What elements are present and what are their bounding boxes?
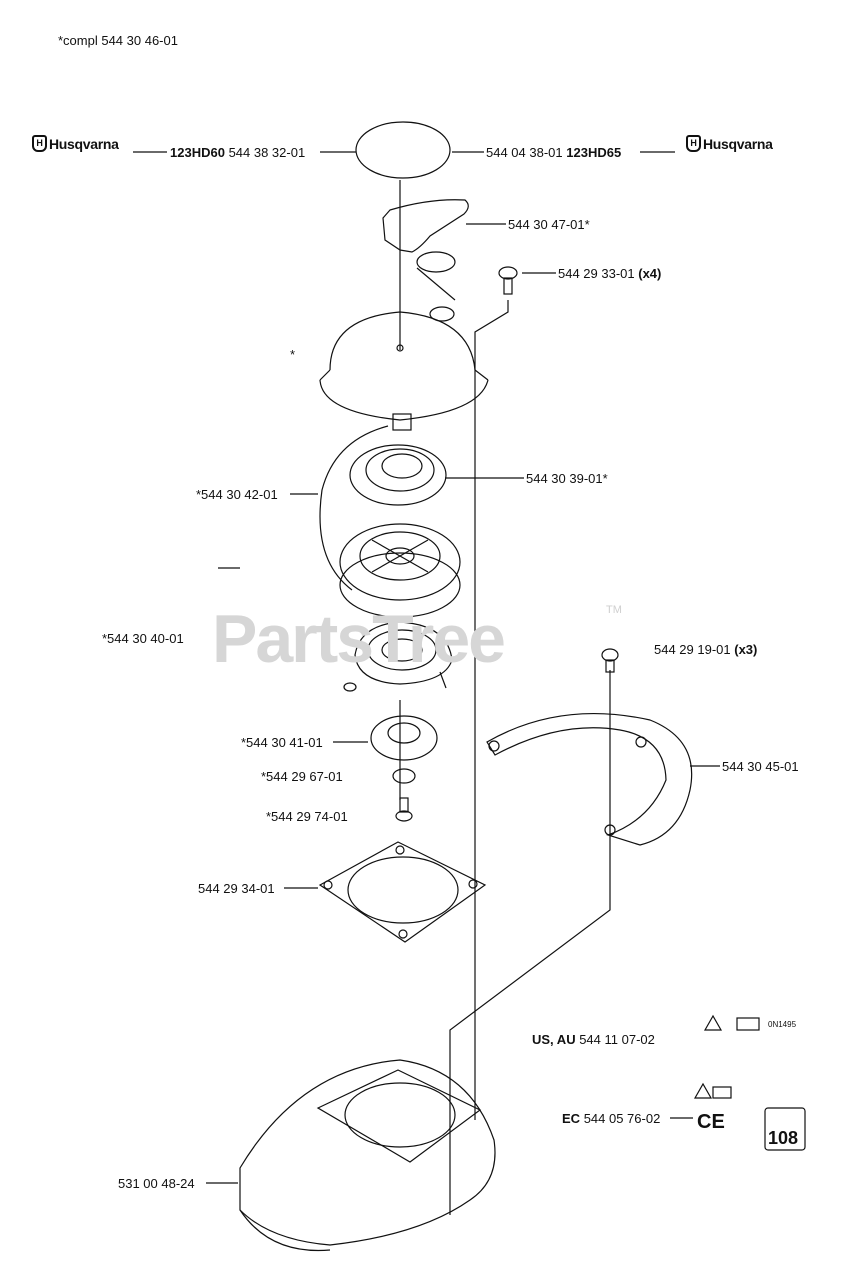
star-marker: *	[290, 347, 296, 362]
decal-disc	[355, 121, 451, 179]
sound-power-badge	[764, 1107, 806, 1151]
decal-left-label: 123HD60 544 38 32-01	[170, 145, 306, 160]
starter-handle	[382, 199, 469, 322]
ce-mark: CE	[697, 1111, 725, 1133]
warning-icon-ec	[693, 1082, 713, 1099]
decal-right-label: 544 04 38-01 123HD65	[486, 145, 622, 160]
spring-cassette	[343, 621, 453, 692]
washer	[392, 768, 416, 784]
screw-right-guide-line	[449, 670, 611, 1215]
hub-label: *544 30 41-01	[241, 735, 323, 750]
spring-cassette-label: *544 30 40-01	[102, 631, 184, 646]
recoil-spring	[349, 444, 447, 506]
rope-pulley	[339, 523, 461, 618]
fan-housing	[239, 1059, 496, 1252]
starter-cover	[319, 311, 489, 431]
center-screw	[395, 797, 413, 822]
gasket	[318, 841, 487, 943]
manual-book-icon-ec	[712, 1086, 732, 1099]
rope-label: *544 30 42-01	[196, 487, 278, 502]
watermark: PartsTree	[212, 601, 506, 677]
handle-label: 544 30 47-01*	[508, 217, 590, 232]
warning-icon	[703, 1014, 723, 1031]
washer-label: *544 29 67-01	[261, 769, 343, 784]
guard-ring-label: 544 30 45-01	[722, 759, 799, 774]
screw-top	[498, 266, 518, 295]
rope-loop	[319, 425, 389, 591]
screw-top-label: 544 29 33-01 (x4)	[558, 266, 662, 281]
guard-ring	[486, 713, 693, 846]
us-au-label: US, AU 544 11 07-02	[532, 1032, 655, 1047]
ec-label: EC 544 05 76-02	[562, 1111, 661, 1126]
screw-right	[601, 648, 619, 673]
center-screw-label: *544 29 74-01	[266, 809, 348, 824]
starter-hub	[370, 715, 438, 761]
screw-guide-line	[474, 300, 509, 1120]
spring-label: 544 30 39-01*	[526, 471, 608, 486]
gasket-label: 544 29 34-01	[198, 881, 275, 896]
screw-right-label: 544 29 19-01 (x3)	[654, 642, 758, 657]
compl-label: *compl 544 30 46-01	[58, 33, 178, 48]
us-sticker-code: 0N1495	[768, 1020, 797, 1029]
watermark-tm: TM	[606, 604, 622, 616]
manual-book-icon	[736, 1017, 760, 1031]
housing-label: 531 00 48-24	[118, 1176, 195, 1191]
sound-level-value: 108	[768, 1128, 798, 1148]
